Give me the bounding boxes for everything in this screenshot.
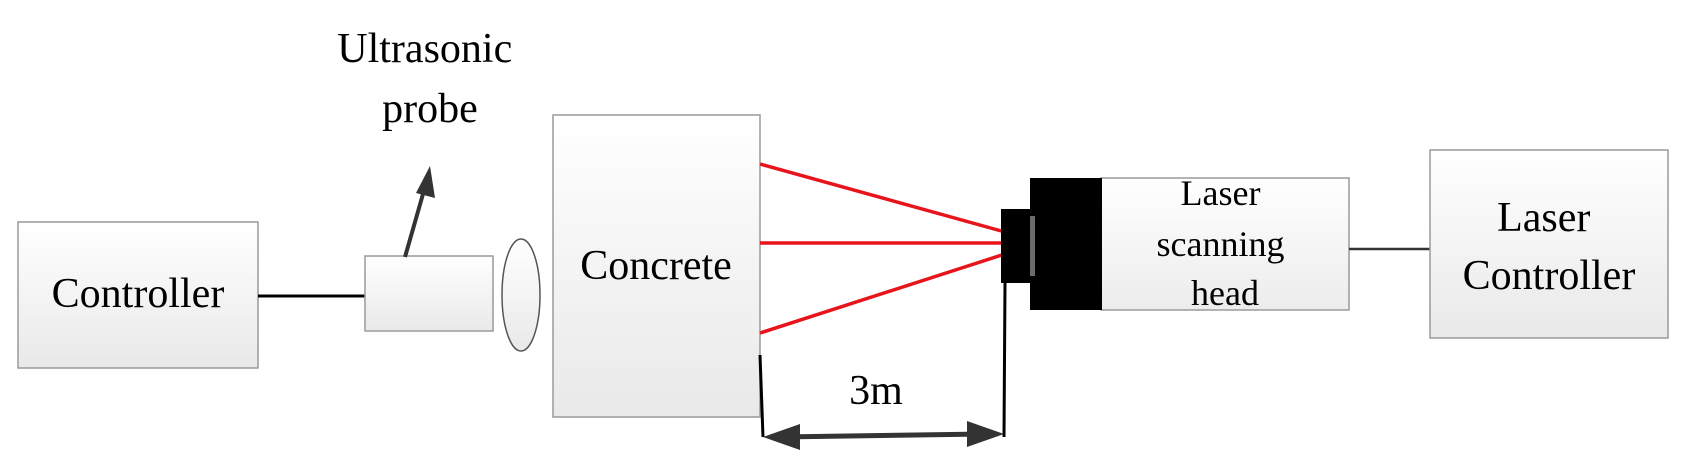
distance-dimension: 3m (758, 282, 1007, 450)
probe-label-arrowhead (416, 166, 435, 198)
dimension-leader-right (1002, 282, 1007, 438)
controller-label: Controller (52, 271, 225, 317)
laser-head-label: Laser scanning head (1157, 173, 1294, 313)
laser-controller-label-line-1: Laser (1497, 195, 1590, 241)
laser-head-label-line-2: scanning (1157, 224, 1285, 264)
probe-label-arrow-shaft (403, 186, 427, 258)
laser-controller-label: Laser Controller (1463, 195, 1636, 299)
laser-scanning-head-block: Laser scanning head (1001, 173, 1350, 313)
dimension-arrowhead-right (967, 421, 1004, 447)
laser-beam-bottom (759, 252, 1006, 335)
laser-beam-top (759, 162, 1006, 234)
laser-beams (759, 162, 1006, 335)
controller-block: Controller (17, 221, 259, 369)
concrete-block: Concrete (552, 114, 761, 418)
ultrasonic-probe-block: Ultrasonic probe (337, 26, 522, 332)
ultrasonic-probe-label-line-1: Ultrasonic (337, 26, 512, 72)
ultrasonic-probe-label: Ultrasonic probe (337, 26, 522, 132)
dimension-arrowhead-left (763, 424, 800, 450)
ultrasonic-probe-label-line-2: probe (382, 86, 478, 132)
concrete-label: Concrete (580, 243, 732, 289)
controller-box (17, 221, 259, 369)
laser-controller-block: Laser Controller (1429, 149, 1669, 339)
laser-head-black-housing (1030, 178, 1102, 310)
laser-controller-label-line-2: Controller (1463, 253, 1636, 299)
coupling-lens (501, 238, 541, 352)
laser-controller-box (1429, 149, 1669, 339)
distance-label: 3m (849, 368, 903, 414)
laser-head-label-line-3: head (1191, 273, 1259, 313)
concrete-box (552, 114, 761, 418)
dimension-leader-left (758, 354, 765, 438)
dimension-arrow-shaft (779, 431, 986, 440)
laser-head-lens-edge (1030, 216, 1035, 276)
laser-head-label-line-1: Laser (1181, 173, 1261, 213)
ultrasonic-probe-box (364, 255, 494, 332)
